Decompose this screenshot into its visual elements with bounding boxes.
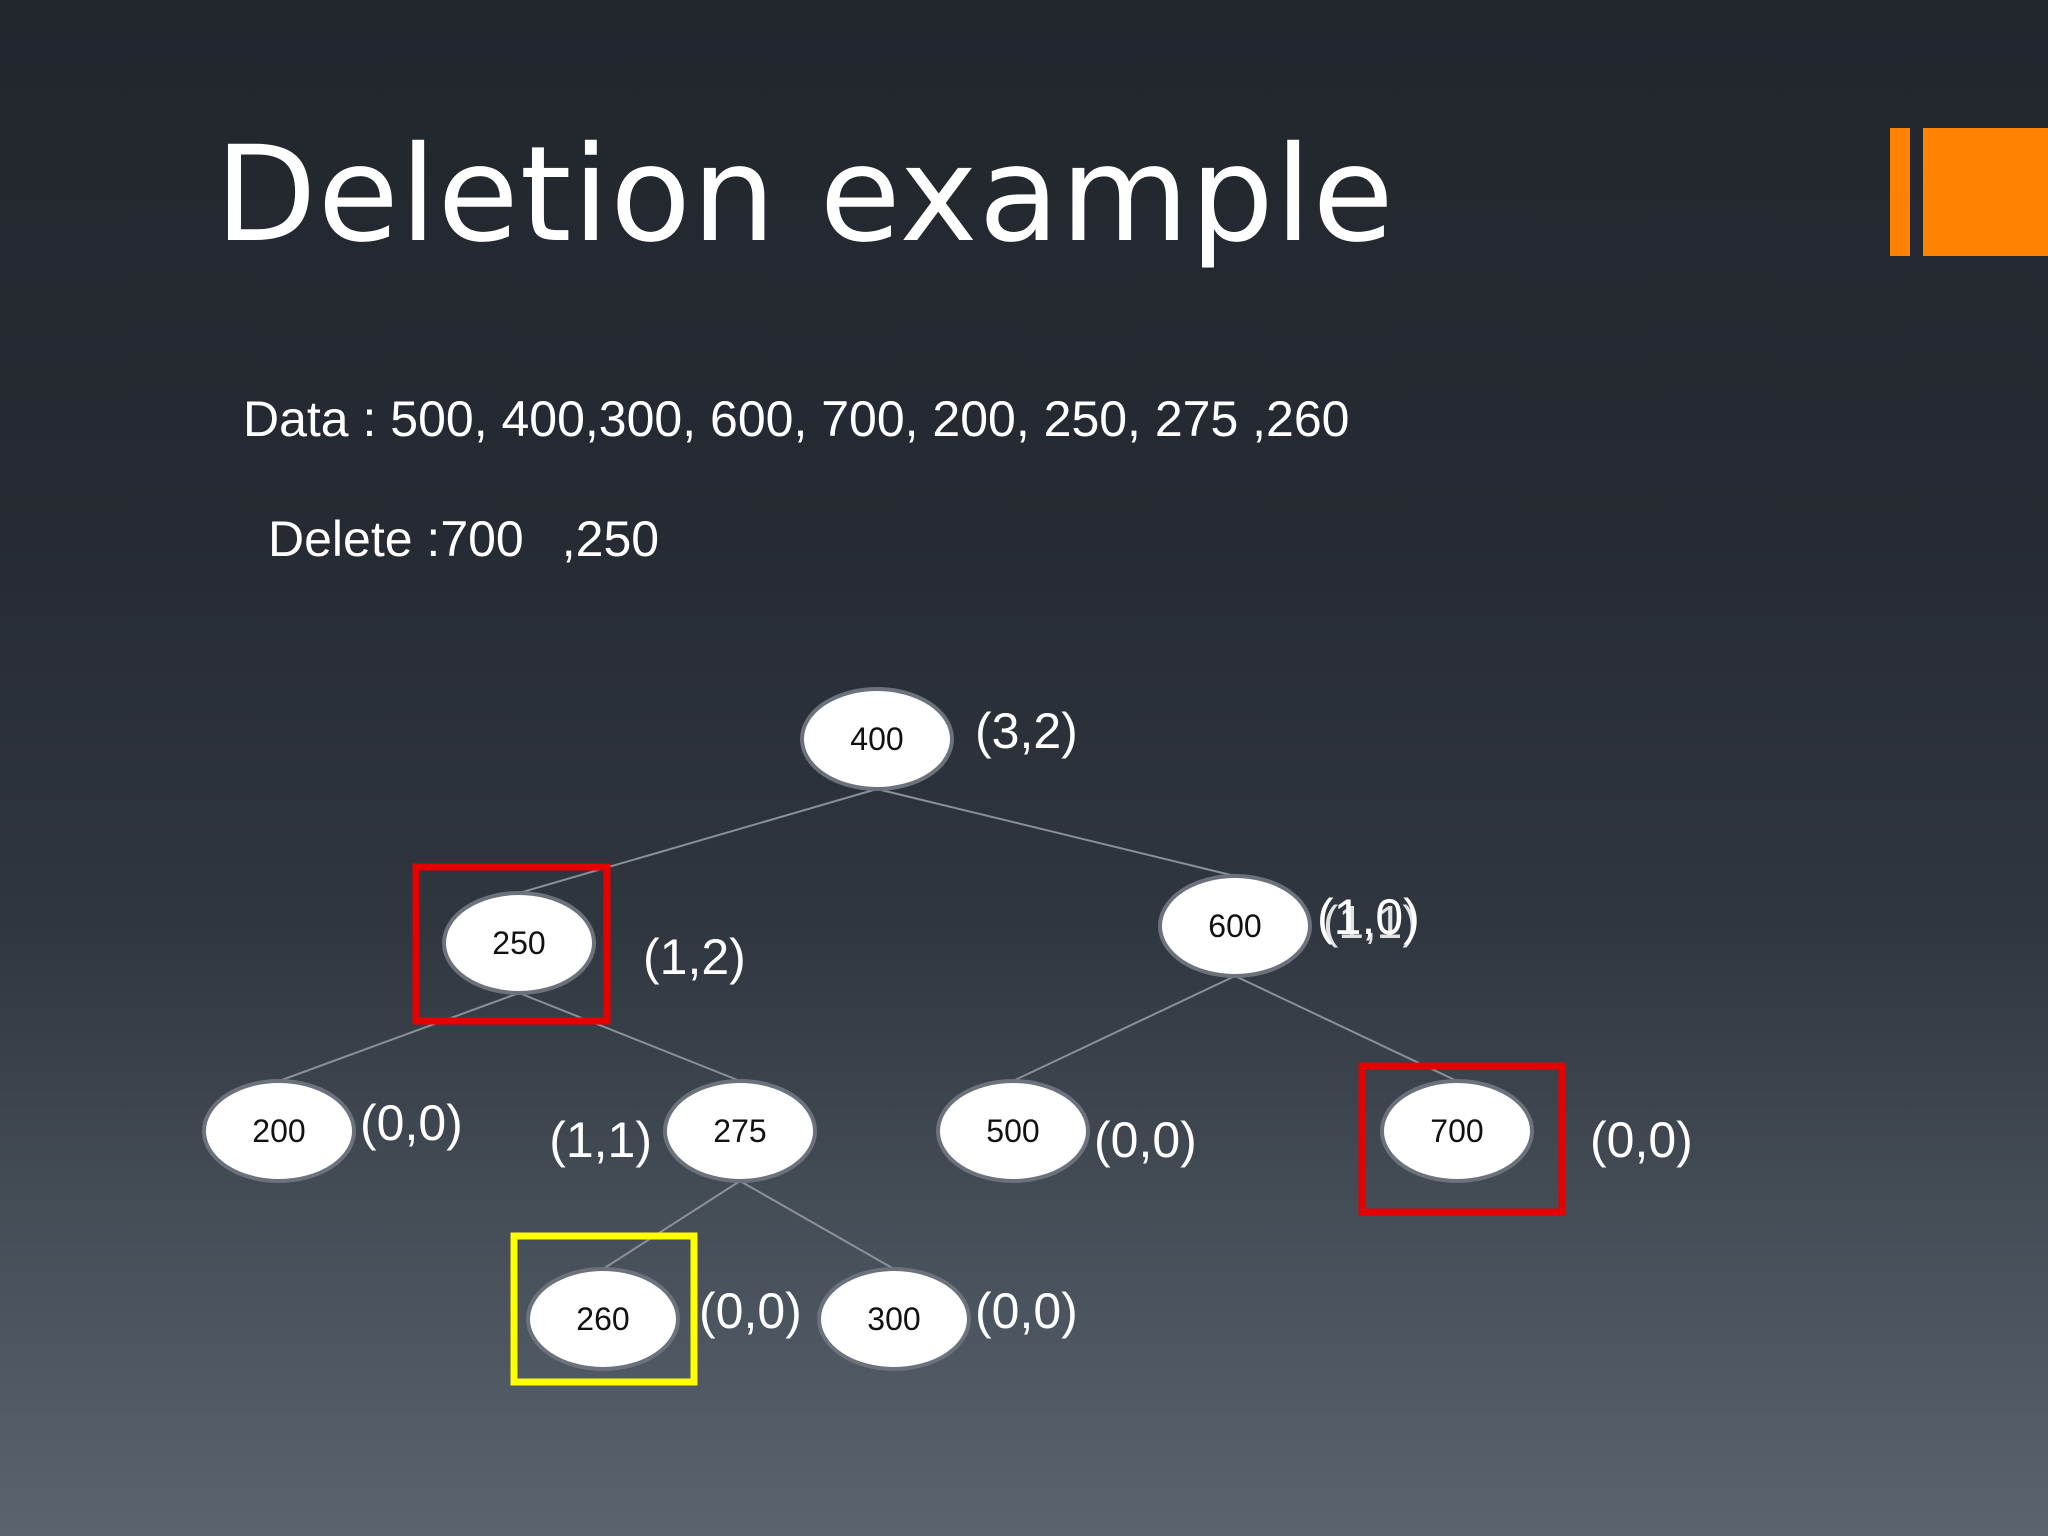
node-ellipse — [1158, 874, 1312, 978]
node-ellipse — [800, 687, 954, 791]
node-value: 700 — [1430, 1113, 1483, 1149]
highlight-box-700 — [1358, 1062, 1566, 1216]
node-ellipse — [936, 1079, 1090, 1183]
node-value: 300 — [867, 1301, 920, 1337]
node-label-overlay-600: (1,1) — [1323, 896, 1418, 948]
tree-node-250: 250 — [442, 891, 596, 995]
edge-275-300 — [739, 1180, 895, 1270]
delete-text-part-1: Delete :700 — [268, 511, 524, 567]
node-ellipse — [817, 1267, 971, 1371]
delete-text: Delete :700 ,250 — [268, 510, 659, 568]
edge-400-250 — [518, 788, 878, 894]
nodes-layer: 400 250 600 200 275 500 700 260 300 — [202, 687, 1534, 1371]
node-label-700: (0,0) — [1590, 1112, 1693, 1168]
edge-250-275 — [518, 992, 741, 1082]
tree-node-300: 300 — [817, 1267, 971, 1371]
node-value: 250 — [492, 925, 545, 961]
node-value: 260 — [576, 1301, 629, 1337]
node-value: 600 — [1208, 908, 1261, 944]
tree-node-600: 600 — [1158, 874, 1312, 978]
node-label-250: (1,2) — [643, 929, 746, 985]
node-label-200: (0,0) — [360, 1095, 463, 1151]
edge-250-200 — [278, 992, 520, 1082]
node-value: 200 — [252, 1113, 305, 1149]
edge-600-500 — [1012, 975, 1236, 1082]
node-ellipse — [1380, 1079, 1534, 1183]
node-ellipse — [663, 1079, 817, 1183]
tree-node-260: 260 — [526, 1267, 680, 1371]
node-ellipse — [442, 891, 596, 995]
node-ellipse — [202, 1079, 356, 1183]
highlight-box-260 — [510, 1232, 698, 1386]
delete-text-part-2: ,250 — [561, 511, 660, 567]
node-label-275: (1,1) — [549, 1112, 652, 1168]
labels-layer: (3,2)(1,2)(1,0)(1,1)(0,0)(1,1)(0,0)(0,0)… — [360, 703, 1693, 1339]
node-label-500: (0,0) — [1094, 1112, 1197, 1168]
node-value: 275 — [713, 1113, 766, 1149]
node-label-260: (0,0) — [699, 1283, 802, 1339]
tree-node-700: 700 — [1380, 1079, 1534, 1183]
node-label-300: (0,0) — [975, 1283, 1078, 1339]
edge-400-600 — [876, 788, 1236, 877]
node-label-400: (3,2) — [975, 703, 1078, 759]
node-label-600: (1,0) — [1317, 889, 1420, 945]
highlights-layer — [412, 863, 1566, 1386]
tree-node-400: 400 — [800, 687, 954, 791]
data-text: Data : 500, 400,300, 600, 700, 200, 250,… — [243, 391, 1350, 447]
edges-layer — [278, 788, 1458, 1270]
node-ellipse — [526, 1267, 680, 1371]
node-value: 500 — [986, 1113, 1039, 1149]
edge-275-260 — [602, 1180, 741, 1270]
tree-node-275: 275 — [663, 1079, 817, 1183]
tree-node-200: 200 — [202, 1079, 356, 1183]
accent-bar-thin — [1890, 128, 1910, 256]
highlight-box-250 — [412, 863, 611, 1025]
tree-node-500: 500 — [936, 1079, 1090, 1183]
accent-bar-wide — [1923, 128, 2048, 256]
slide-title: Deletion example — [215, 118, 1395, 272]
node-value: 400 — [850, 721, 903, 757]
